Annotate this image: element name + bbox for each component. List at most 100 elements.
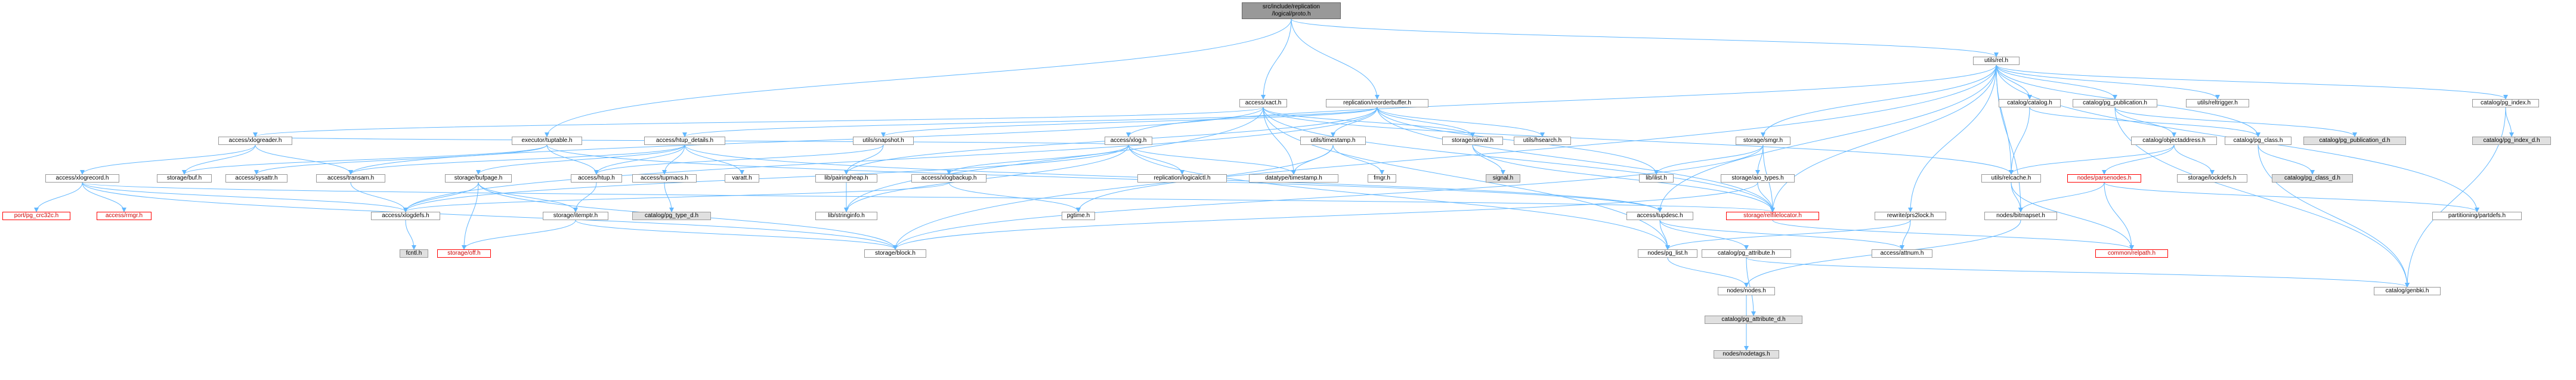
node-label: catalog/pg_index_d.h (2483, 137, 2540, 144)
node-storage-lockdefs[interactable]: storage/lockdefs.h (2177, 174, 2247, 183)
node-label: catalog/pg_index.h (2481, 100, 2531, 106)
node-partitioning-partdefs[interactable]: partitioning/partdefs.h (2432, 212, 2522, 220)
node-catalog-pg-attribute[interactable]: catalog/pg_attribute.h (1702, 249, 1791, 258)
node-utils-reltrigger[interactable]: utils/reltrigger.h (2186, 99, 2249, 107)
node-label: catalog/catalog.h (2007, 100, 2052, 106)
node-catalog-genbki[interactable]: catalog/genbki.h (2374, 287, 2441, 295)
node-utils-hsearch[interactable]: utils/hsearch.h (1514, 137, 1571, 145)
node-executor-tuptable[interactable]: executor/tuptable.h (512, 137, 582, 145)
node-catalog-pg-publication[interactable]: catalog/pg_publication.h (2073, 99, 2157, 107)
node-signal[interactable]: signal.h (1486, 174, 1520, 183)
node-datatype-timestamp[interactable]: datatype/timestamp.h (1249, 174, 1338, 183)
node-nodes-bitmapset[interactable]: nodes/bitmapset.h (1984, 212, 2057, 220)
node-lib-pairingheap[interactable]: lib/pairingheap.h (815, 174, 877, 183)
node-storage-aio-types[interactable]: storage/aio_types.h (1721, 174, 1795, 183)
node-storage-block[interactable]: storage/block.h (864, 249, 926, 258)
node-catalog-pg-type-d[interactable]: catalog/pg_type_d.h (632, 212, 711, 220)
node-label: executor/tuptable.h (521, 137, 573, 144)
node-access-sysattr[interactable]: access/sysattr.h (225, 174, 287, 183)
node-label: access/xlogdefs.h (382, 212, 429, 219)
node-label: nodes/bitmapset.h (1996, 212, 2045, 219)
node-label: access/tupdesc.h (1637, 212, 1683, 219)
node-label: catalog/genbki.h (2385, 288, 2429, 294)
node-utils-snapshot[interactable]: utils/snapshot.h (853, 137, 914, 145)
node-nodes-parsenodes[interactable]: nodes/parsenodes.h (2067, 174, 2141, 183)
node-catalog-pg-index-d[interactable]: catalog/pg_index_d.h (2472, 137, 2551, 145)
node-catalog-pg-index[interactable]: catalog/pg_index.h (2472, 99, 2539, 107)
node-utils-timestamp[interactable]: utils/timestamp.h (1300, 137, 1366, 145)
node-label: datatype/timestamp.h (1265, 175, 1322, 181)
node-fmgr[interactable]: fmgr.h (1368, 174, 1396, 183)
node-label: replication/reorderbuffer.h (1343, 100, 1411, 106)
node-label: catalog/pg_class_d.h (2284, 175, 2340, 181)
node-storage-buf[interactable]: storage/buf.h (157, 174, 212, 183)
node-label: access/htup_details.h (655, 137, 714, 144)
node-utils-relcache[interactable]: utils/relcache.h (1981, 174, 2041, 183)
node-label: pgtime.h (1066, 212, 1090, 219)
node-label: access/htup.h (578, 175, 615, 181)
node-label: access/tupmacs.h (640, 175, 689, 181)
node-access-xlogdefs[interactable]: access/xlogdefs.h (371, 212, 440, 220)
node-label: utils/timestamp.h (1310, 137, 1356, 144)
node-label: partitioning/partdefs.h (2448, 212, 2506, 219)
node-access-tupdesc[interactable]: access/tupdesc.h (1626, 212, 1693, 220)
node-common-relpath[interactable]: common/relpath.h (2095, 249, 2168, 258)
node-storage-off[interactable]: storage/off.h (437, 249, 491, 258)
node-rewrite-prs2lock[interactable]: rewrite/prs2lock.h (1875, 212, 1946, 220)
node-lib-ilist[interactable]: lib/ilist.h (1639, 174, 1674, 183)
node-storage-bufpage[interactable]: storage/bufpage.h (445, 174, 512, 183)
node-label: storage/buf.h (166, 175, 202, 181)
node-label: storage/relfilelocator.h (1743, 212, 1802, 219)
node-access-rmgr[interactable]: access/rmgr.h (97, 212, 151, 220)
node-catalog-pg-class-d[interactable]: catalog/pg_class_d.h (2272, 174, 2353, 183)
node-replication-reorderbuffer[interactable]: replication/reorderbuffer.h (1326, 99, 1428, 107)
node-storage-relfilelocator[interactable]: storage/relfilelocator.h (1726, 212, 1819, 220)
node-access-xlogbackup[interactable]: access/xlogbackup.h (911, 174, 987, 183)
node-label: storage/sinval.h (1451, 137, 1494, 144)
node-access-xlogrecord[interactable]: access/xlogrecord.h (45, 174, 119, 183)
node-label: storage/block.h (875, 250, 916, 257)
node-nodes-nodes[interactable]: nodes/nodes.h (1718, 287, 1775, 295)
node-label: access/xlogreader.h (228, 137, 282, 144)
node-access-htup-details[interactable]: access/htup_details.h (644, 137, 725, 145)
node-label: replication/logicalctl.h (1154, 175, 1211, 181)
node-label: access/xact.h (1245, 100, 1282, 106)
node-catalog-catalog[interactable]: catalog/catalog.h (1999, 99, 2061, 107)
node-label: catalog/pg_attribute_d.h (1721, 316, 1786, 323)
node-varatt[interactable]: varatt.h (725, 174, 759, 183)
node-pgtime[interactable]: pgtime.h (1062, 212, 1095, 220)
node-catalog-pg-attribute-d[interactable]: catalog/pg_attribute_d.h (1705, 316, 1802, 324)
node-label: utils/rel.h (1984, 57, 2008, 64)
node-catalog-objectaddress[interactable]: catalog/objectaddress.h (2131, 137, 2217, 145)
node-storage-smgr[interactable]: storage/smgr.h (1736, 137, 1790, 145)
node-access-xact[interactable]: access/xact.h (1239, 99, 1287, 107)
node-access-xlogreader[interactable]: access/xlogreader.h (218, 137, 292, 145)
node-replication-logicalctl[interactable]: replication/logicalctl.h (1137, 174, 1227, 183)
node-catalog-pg-class[interactable]: catalog/pg_class.h (2225, 137, 2292, 145)
node-access-tupmacs[interactable]: access/tupmacs.h (632, 174, 697, 183)
node-access-xlog[interactable]: access/xlog.h (1105, 137, 1152, 145)
node-lib-stringinfo[interactable]: lib/stringinfo.h (815, 212, 877, 220)
node-access-attnum[interactable]: access/attnum.h (1872, 249, 1932, 258)
node-access-htup[interactable]: access/htup.h (571, 174, 622, 183)
node-label: port/pg_crc32c.h (14, 212, 59, 219)
node-storage-sinval[interactable]: storage/sinval.h (1442, 137, 1503, 145)
node-label: nodes/nodes.h (1727, 288, 1766, 294)
node-label: storage/off.h (447, 250, 481, 257)
node-label: storage/aio_types.h (1731, 175, 1784, 181)
node-label: access/sysattr.h (235, 175, 278, 181)
node-label: access/transam.h (327, 175, 375, 181)
node-label: varatt.h (732, 175, 752, 181)
node-fcntl[interactable]: fcntl.h (400, 249, 428, 258)
node-label: access/attnum.h (1880, 250, 1924, 257)
node-label: catalog/pg_class.h (2233, 137, 2283, 144)
node-storage-itemptr[interactable]: storage/itemptr.h (543, 212, 608, 220)
node-utils-rel[interactable]: utils/rel.h (1973, 57, 2020, 65)
node-nodes-nodetags[interactable]: nodes/nodetags.h (1714, 350, 1779, 359)
node-access-transam[interactable]: access/transam.h (316, 174, 385, 183)
node-label: signal.h (1492, 175, 1514, 181)
node-port-pg-crc32c[interactable]: port/pg_crc32c.h (2, 212, 70, 220)
node-nodes-pg-list[interactable]: nodes/pg_list.h (1638, 249, 1697, 258)
node-catalog-pg-publication-d[interactable]: catalog/pg_publication_d.h (2303, 137, 2406, 145)
